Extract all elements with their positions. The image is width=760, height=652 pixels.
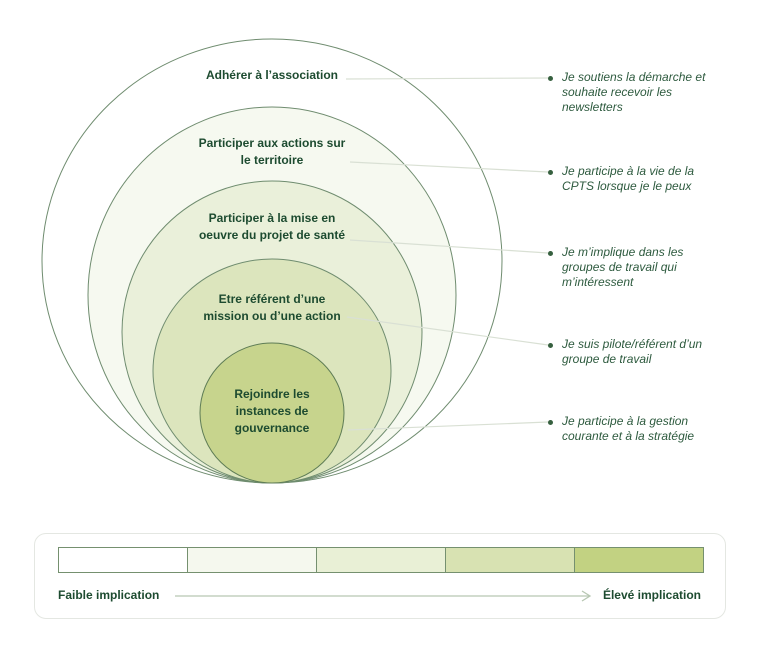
legend-segment-5: [575, 548, 703, 572]
legend-arrowhead-icon: [581, 590, 592, 602]
ring-label-5-line-1: Rejoindre les: [234, 387, 310, 401]
description-1-line-2: souhaite recevoir les: [562, 85, 673, 99]
ring-label-5: Rejoindre les instances de gouvernance: [152, 386, 392, 437]
description-item-1: Je soutiens la démarche et souhaite rece…: [548, 70, 726, 115]
bullet-dot-icon: [548, 251, 553, 256]
description-text-1: Je soutiens la démarche et souhaite rece…: [562, 70, 705, 115]
ring-label-2: Participer aux actions sur le territoire: [152, 135, 392, 169]
ring-label-3: Participer à la mise en oeuvre du projet…: [152, 210, 392, 244]
connector-line-5: [347, 421, 549, 431]
legend-arrow: [175, 590, 592, 602]
bullet-dot-icon: [548, 343, 553, 348]
ring-circle-5: [199, 342, 345, 484]
description-4-line-2: groupe de travail: [562, 352, 652, 366]
description-text-5: Je participe à la gestion courante et à …: [562, 414, 694, 444]
legend-segment-3: [317, 548, 446, 572]
ring-label-4: Etre référent d’une mission ou d’une act…: [152, 291, 392, 325]
ring-label-4-line-2: mission ou d’une action: [203, 309, 341, 323]
description-1-line-1: Je soutiens la démarche et: [562, 70, 706, 84]
description-text-2: Je participe à la vie de la CPTS lorsque…: [562, 164, 694, 194]
description-3-line-1: Je m’implique dans les: [562, 245, 684, 259]
ring-label-2-line-1: Participer aux actions sur: [198, 136, 346, 150]
description-2-line-1: Je participe à la vie de la: [562, 164, 695, 178]
bullet-dot-icon: [548, 170, 553, 175]
ring-label-1-line-1: Adhérer à l’association: [205, 68, 339, 82]
ring-label-3-line-2: oeuvre du projet de santé: [198, 228, 346, 242]
connector-line-1: [345, 77, 549, 80]
bullet-dot-icon: [548, 76, 553, 81]
description-item-3: Je m’implique dans les groupes de travai…: [548, 245, 726, 290]
onion-circles: [41, 38, 549, 484]
description-item-4: Je suis pilote/référent d’un groupe de t…: [548, 337, 726, 367]
description-item-5: Je participe à la gestion courante et à …: [548, 414, 726, 444]
ring-label-2-line-2: le territoire: [240, 153, 304, 167]
legend-label-low: Faible implication: [58, 588, 160, 602]
ring-label-4-line-1: Etre référent d’une: [218, 292, 326, 306]
legend-segment-1: [59, 548, 188, 572]
legend-label-high: Élevé implication: [602, 588, 701, 602]
ring-label-3-line-1: Participer à la mise en: [208, 211, 336, 225]
legend-segment-4: [446, 548, 575, 572]
description-text-4: Je suis pilote/référent d’un groupe de t…: [562, 337, 702, 367]
ring-label-5-line-2: instances de: [235, 404, 309, 418]
connector-line-4: [346, 316, 549, 346]
connector-line-2: [349, 161, 549, 173]
ring-label-5-line-3: gouvernance: [234, 421, 310, 435]
description-3-line-3: m’intéressent: [562, 275, 634, 289]
description-item-2: Je participe à la vie de la CPTS lorsque…: [548, 164, 726, 194]
description-3-line-2: groupes de travail qui: [562, 260, 677, 274]
description-2-line-2: CPTS lorsque je le peux: [562, 179, 692, 193]
description-text-3: Je m’implique dans les groupes de travai…: [562, 245, 683, 290]
legend-segment-2: [188, 548, 317, 572]
description-1-line-3: newsletters: [562, 100, 623, 114]
connector-line-3: [349, 239, 549, 254]
description-4-line-1: Je suis pilote/référent d’un: [562, 337, 703, 351]
description-5-line-2: courante et à la stratégie: [562, 429, 695, 443]
ring-label-1: Adhérer à l’association: [152, 67, 392, 84]
legend-bar: [58, 547, 704, 573]
bullet-dot-icon: [548, 420, 553, 425]
legend-card: Faible implication Élevé implication: [34, 533, 726, 619]
description-5-line-1: Je participe à la gestion: [562, 414, 689, 428]
